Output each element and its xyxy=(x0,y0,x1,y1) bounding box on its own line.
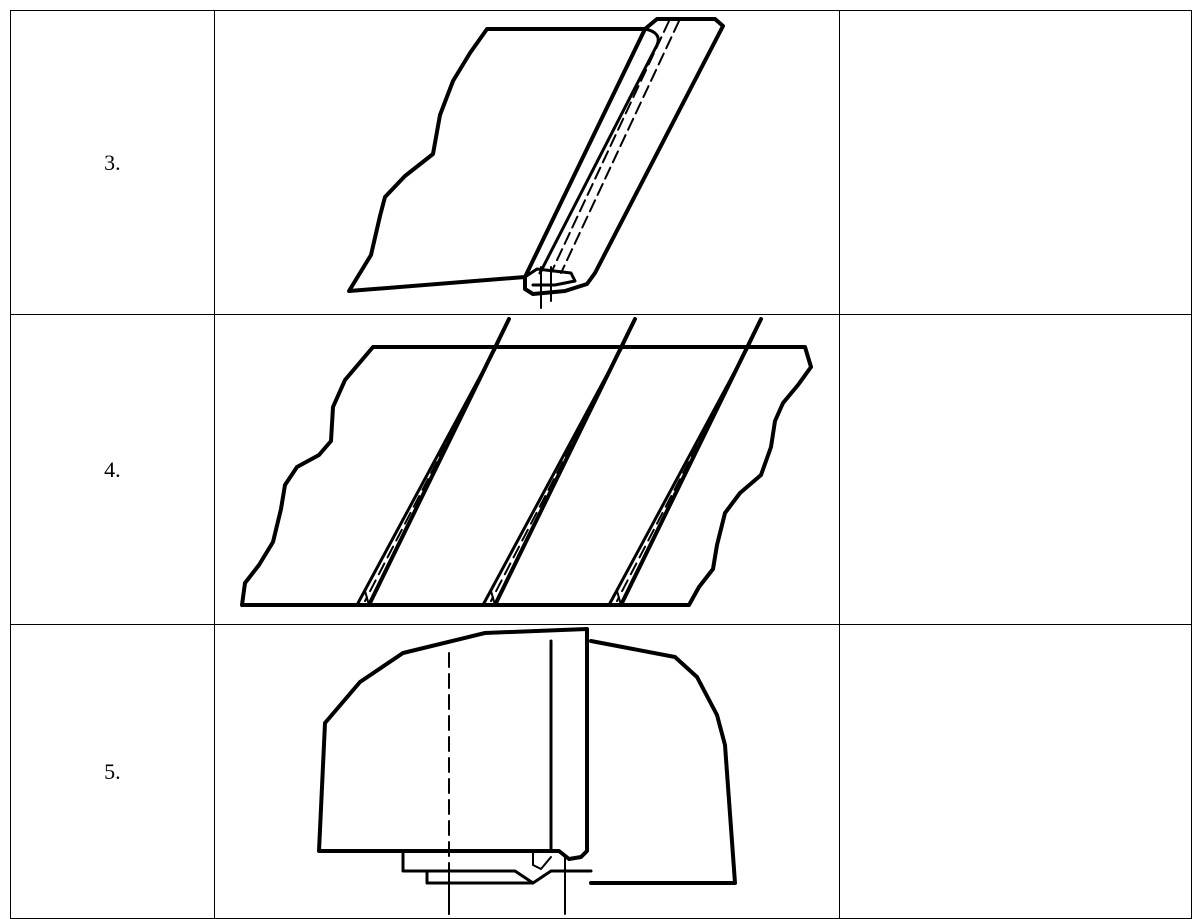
empty-cell xyxy=(838,10,1192,315)
row-number: 4. xyxy=(10,314,215,625)
table-row: 5. xyxy=(10,624,1192,919)
row-number: 5. xyxy=(10,624,215,919)
lapped-seam-icon xyxy=(316,627,737,915)
folded-hem-seam-icon xyxy=(346,17,725,309)
empty-cell xyxy=(838,624,1192,919)
figure-cell xyxy=(213,10,840,315)
empty-cell xyxy=(838,314,1192,625)
figure-cell xyxy=(213,314,840,625)
table-row: 4. xyxy=(10,314,1192,625)
seam-table: 3. 4. xyxy=(10,10,1192,919)
tucks-pleats-seam-icon xyxy=(239,317,813,607)
row-number: 3. xyxy=(10,10,215,315)
figure-cell xyxy=(213,624,840,919)
table-row: 3. xyxy=(10,10,1192,315)
